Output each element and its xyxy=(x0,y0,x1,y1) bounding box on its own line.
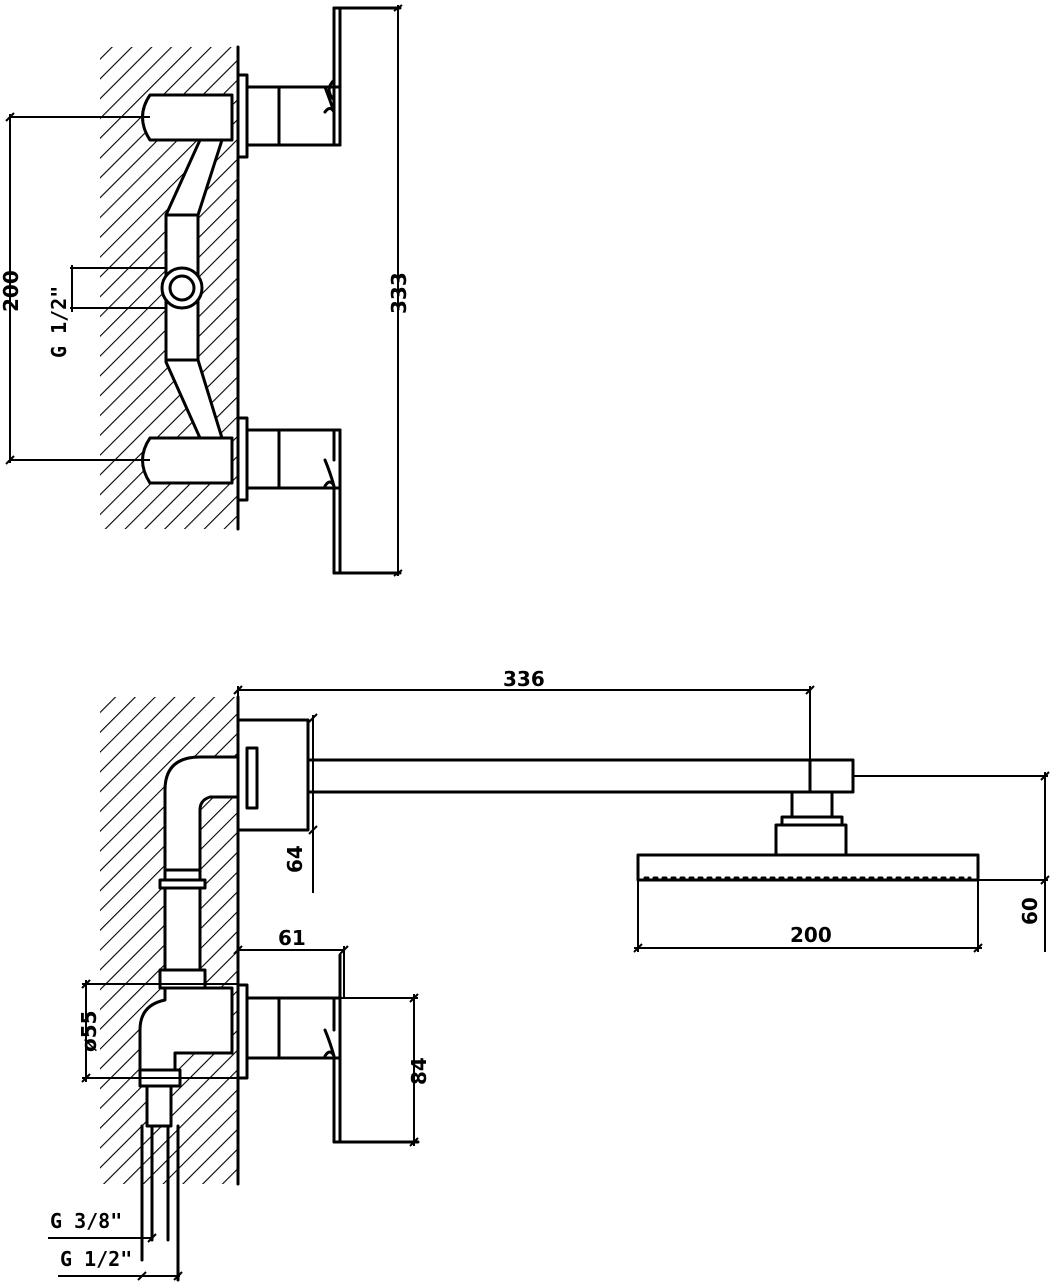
dimension-200-vertical xyxy=(5,112,150,465)
front-view: 333 200 G 1/2" xyxy=(0,4,411,577)
mixer-flange xyxy=(236,983,249,1080)
dimension-61 xyxy=(233,945,349,998)
shower-arm xyxy=(306,758,855,794)
dimension-55 xyxy=(81,979,238,1083)
thread-callout-top xyxy=(70,265,166,312)
connector-body xyxy=(141,93,234,485)
dimension-333 xyxy=(393,4,403,577)
dim-61-label: 61 xyxy=(278,926,306,950)
shower-head xyxy=(636,853,980,882)
thread-12-label: G 1/2" xyxy=(60,1247,132,1271)
flange-upper xyxy=(236,73,249,159)
thread-38-label: G 3/8" xyxy=(50,1209,122,1233)
dimension-200-head xyxy=(633,880,983,953)
thread-top-label: G 1/2" xyxy=(47,286,71,358)
dimension-64 xyxy=(308,713,318,893)
dim-333-label: 333 xyxy=(387,272,411,314)
thread-callout-12 xyxy=(58,1271,183,1281)
valve-upper xyxy=(245,85,342,147)
dim-60-label: 60 xyxy=(1018,897,1042,925)
internal-pipework xyxy=(138,755,240,1128)
dim-64-label: 64 xyxy=(283,845,307,873)
valve-lower xyxy=(245,428,342,490)
dim-55-label: ø55 xyxy=(77,1010,101,1052)
dim-336-label: 336 xyxy=(503,667,545,691)
arm-flange-inner xyxy=(245,746,259,810)
dimension-60 xyxy=(853,771,1050,952)
shower-head-connector xyxy=(774,790,848,857)
dim-200-head-label: 200 xyxy=(790,923,832,947)
side-view: 336 64 61 ø55 xyxy=(48,667,1050,1282)
mixer-valve-side xyxy=(245,953,420,1144)
thread-callout-38 xyxy=(48,1233,157,1243)
handle-plate xyxy=(327,6,402,575)
dim-200-top-label: 200 xyxy=(0,270,23,312)
dimension-84 xyxy=(340,993,419,1147)
inlet-pipes xyxy=(140,1124,180,1282)
dimension-336 xyxy=(233,685,815,760)
dim-84-label: 84 xyxy=(407,1057,431,1085)
flange-lower xyxy=(236,416,249,502)
